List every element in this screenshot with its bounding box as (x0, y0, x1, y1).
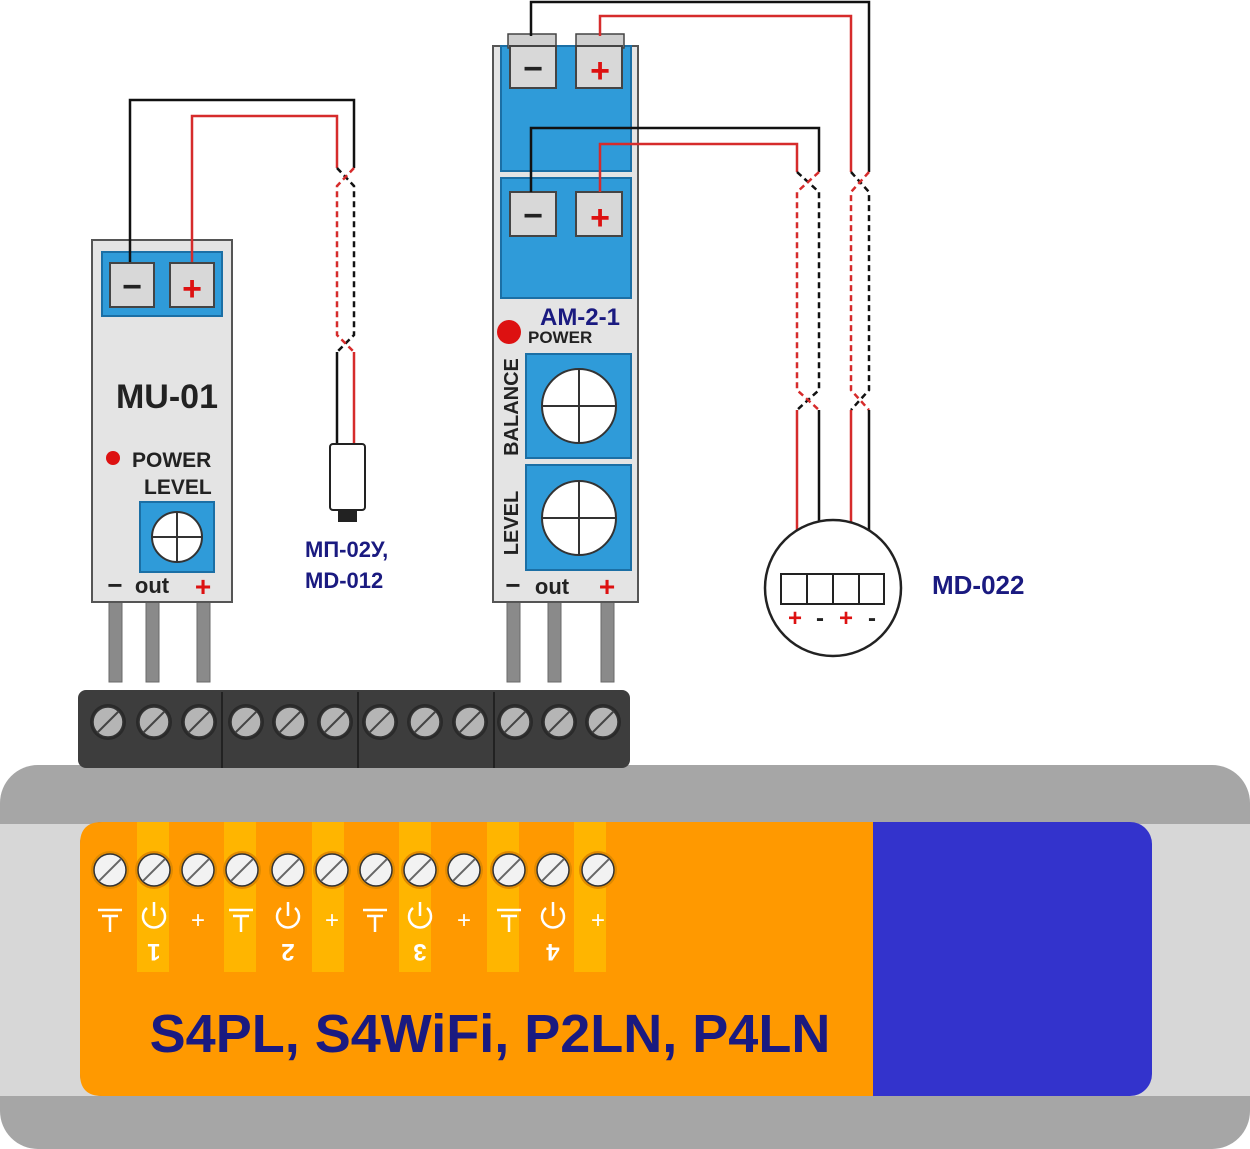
power-icon (540, 902, 566, 929)
front-screw-icon (179, 851, 217, 889)
mu01-module: − + MU-01 POWER LEVEL − out + (91, 239, 233, 603)
am21-power-minus-symbol: − (523, 50, 543, 88)
am21-power-plus-symbol: + (590, 52, 610, 90)
terminal-screw-icon (136, 704, 172, 740)
plus-sign: + (191, 907, 205, 934)
channel-number: 3 (413, 938, 426, 965)
am21-out-minus: − (505, 570, 520, 600)
am21-level-label: LEVEL (501, 491, 523, 555)
terminal-screw-icon (317, 704, 353, 740)
small-mic-label-line2: MD-012 (305, 568, 383, 593)
mu01-title: MU-01 (116, 378, 218, 416)
mu01-power-label: POWER (132, 449, 211, 472)
am21-out-label: out (535, 574, 570, 599)
am21-mic-minus-symbol: − (523, 197, 543, 235)
small-microphone-icon (329, 443, 366, 522)
mu01-out-plus: + (195, 571, 211, 602)
terminal-screw-icon (90, 704, 126, 740)
am21-mic-minus-terminal (509, 191, 557, 237)
terminal-screw-icon (407, 704, 443, 740)
ground-icon (497, 908, 521, 932)
front-screw-icon (445, 851, 483, 889)
mu01-minus-symbol: − (122, 268, 142, 306)
am21-level-knob-icon (541, 480, 617, 556)
power-icon (275, 902, 301, 929)
small-mic-label-line1: МП-02У, (305, 537, 388, 562)
terminal-screw-icon (272, 704, 308, 740)
am21-power-plus-terminal (575, 45, 623, 89)
controller-model-label: S4PL, S4WiFi, P2LN, P4LN (150, 1004, 831, 1064)
front-screw-icon (91, 851, 129, 889)
md022-pin-3: + (839, 605, 853, 632)
terminal-screw-icon (497, 704, 533, 740)
terminal-screw-icon (585, 704, 621, 740)
terminal-screw-icon (452, 704, 488, 740)
channel-4-symbols: + 4 (497, 902, 605, 965)
terminal-block-screws (90, 704, 621, 740)
front-screw-icon (357, 851, 395, 889)
am21-out-plus: + (599, 571, 615, 602)
front-screw-icon (490, 851, 528, 889)
mu01-mic-wires (128, 98, 356, 445)
ground-icon (98, 908, 122, 932)
terminal-screw-icon (181, 704, 217, 740)
channel-number: 4 (546, 938, 560, 965)
mu01-level-label: LEVEL (144, 476, 212, 499)
plus-sign: + (457, 907, 471, 934)
md022-pin-2: - (816, 605, 824, 632)
md022-microphone-icon (763, 518, 903, 658)
channel-3-symbols: + 3 (363, 902, 471, 965)
ground-icon (229, 908, 253, 932)
am21-title: AM-2-1 (540, 304, 620, 331)
am21-mic-plus-terminal (575, 191, 623, 237)
plus-sign: + (591, 907, 605, 934)
plus-sign: + (325, 907, 339, 934)
md022-pin-4: - (868, 605, 876, 632)
channel-2-symbols: + 2 (229, 902, 339, 965)
channel-number: 2 (281, 938, 294, 965)
am21-balance-knob-icon (541, 368, 617, 444)
am21-md022-wires (529, 0, 871, 574)
md022-pin-1: + (788, 605, 802, 632)
terminal-screw-icon (228, 704, 264, 740)
mu01-level-knob-icon (151, 511, 203, 563)
terminal-screw-icon (541, 704, 577, 740)
am21-module: − + − + AM-2-1 POWER BALANCE LEVEL − out… (492, 33, 639, 603)
terminal-screw-icon (362, 704, 398, 740)
channel-number: 1 (147, 938, 160, 965)
front-screw-icon (269, 851, 307, 889)
mu01-out-minus: − (107, 570, 122, 600)
module-pins (108, 601, 615, 683)
power-icon (407, 902, 433, 929)
front-terminal-screws (91, 851, 617, 889)
front-screw-icon (135, 851, 173, 889)
am21-power-label: POWER (528, 328, 592, 347)
am21-mic-plus-symbol: + (590, 199, 610, 237)
front-screw-icon (313, 851, 351, 889)
power-icon (141, 902, 167, 929)
front-screw-icon (223, 851, 261, 889)
front-screw-icon (534, 851, 572, 889)
ground-icon (363, 908, 387, 932)
md022-label: MD-022 (932, 570, 1024, 600)
controller-front-panel (80, 822, 1152, 1096)
mu01-minus-terminal (109, 262, 155, 308)
am21-balance-label: BALANCE (501, 358, 523, 456)
channel-1-symbols: + 1 (98, 902, 205, 965)
front-screw-icon (401, 851, 439, 889)
mu01-plus-terminal (169, 262, 215, 308)
am21-power-minus-terminal (509, 45, 557, 89)
front-screw-icon (579, 851, 617, 889)
mu01-power-led (106, 451, 120, 465)
mu01-plus-symbol: + (182, 270, 202, 308)
terminal-block (78, 690, 630, 768)
am21-power-led (497, 320, 521, 344)
mu01-out-label: out (135, 573, 170, 598)
